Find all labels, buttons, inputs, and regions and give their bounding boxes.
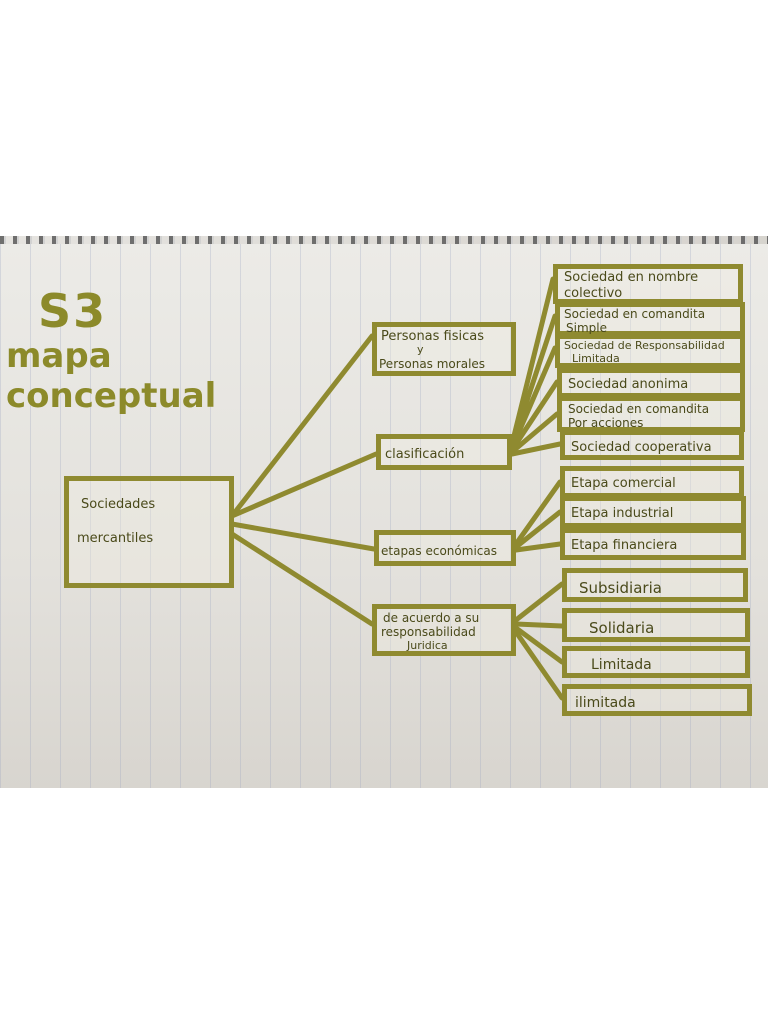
clasificacion-item-line-1: Sociedad en comandita — [564, 307, 706, 321]
responsabilidad-item-label: ilimitada — [575, 695, 636, 711]
clasificacion-item-line-1: Sociedad cooperativa — [571, 440, 712, 455]
root-line-1: Sociedades — [81, 497, 156, 512]
branch-etapas: etapas económicas — [374, 530, 516, 566]
connector-clasif-6 — [509, 441, 563, 457]
etapas-item-label: Etapa financiera — [571, 538, 678, 553]
clasificacion-item-line-1: Sociedad de Responsabilidad — [564, 339, 725, 352]
branch-responsabilidad: de acuerdo a su responsabilidad Juridica — [372, 604, 516, 656]
connector-root-personas — [229, 333, 375, 519]
notebook-page: S3 mapa conceptual Sociedades mercantile… — [0, 244, 768, 788]
clasificacion-item: Sociedad en comandita Por acciones — [557, 396, 745, 432]
responsabilidad-item-label: Limitada — [591, 657, 652, 673]
etapas-item: Etapa industrial — [560, 496, 746, 528]
connector-clasif-3 — [509, 345, 558, 451]
root-line-2: mercantiles — [77, 531, 154, 546]
responsabilidad-line-3: Juridica — [407, 639, 448, 652]
root-node: Sociedades mercantiles — [64, 476, 234, 588]
connector-clasif-1 — [509, 276, 556, 447]
connector-root-clasificacion — [229, 451, 379, 519]
clasificacion-item-line-1: Sociedad en comandita — [568, 402, 710, 416]
clasificacion-item-line-2: Por acciones — [568, 416, 644, 430]
etapas-item-label: Etapa industrial — [571, 506, 674, 521]
title-mapa: mapa — [6, 336, 112, 376]
connector-etapas-2 — [513, 509, 563, 550]
connector-clasif-4 — [509, 379, 560, 453]
connector-clasif-2 — [509, 313, 558, 449]
personas-line-1: Personas fisicas — [381, 329, 485, 344]
branch-personas: Personas fisicas y Personas morales — [372, 322, 516, 376]
clasificacion-item: Sociedad anonima — [557, 368, 745, 398]
etapas-item: Etapa financiera — [560, 528, 746, 560]
clasificacion-item-line-2: Limitada — [572, 352, 620, 365]
clasificacion-item-line-2: colectivo — [564, 286, 623, 301]
clasificacion-item: Sociedad en comandita Simple — [555, 302, 745, 336]
title-s3: S3 — [38, 284, 108, 338]
connector-clasif-5 — [509, 411, 560, 455]
responsabilidad-item: Subsidiaria — [562, 568, 748, 602]
connector-resp-1 — [513, 581, 565, 623]
responsabilidad-item: Limitada — [562, 646, 750, 678]
personas-line-2: y — [417, 343, 424, 356]
responsabilidad-line-1: de acuerdo a su — [383, 611, 480, 625]
connector-lines — [229, 276, 565, 701]
connector-resp-3 — [513, 625, 565, 665]
connector-etapas-1 — [513, 479, 563, 547]
spiral-binding — [0, 236, 768, 246]
etapas-item: Etapa comercial — [560, 466, 744, 498]
responsabilidad-item: Solidaria — [562, 608, 750, 642]
branch-clasificacion: clasificación — [376, 434, 512, 470]
clasificacion-item: Sociedad en nombre colectivo — [553, 264, 743, 304]
etapas-item-label: Etapa comercial — [571, 476, 676, 491]
etapas-label: etapas económicas — [381, 544, 497, 558]
connector-resp-4 — [513, 629, 565, 701]
personas-line-3: Personas morales — [379, 357, 486, 371]
clasificacion-item: Sociedad cooperativa — [560, 430, 744, 460]
clasificacion-item-line-1: Sociedad en nombre — [564, 270, 699, 285]
responsabilidad-item: ilimitada — [562, 684, 752, 716]
clasificacion-item-line-2: Simple — [566, 321, 607, 335]
responsabilidad-item-label: Subsidiaria — [579, 579, 662, 597]
title-conceptual: conceptual — [6, 376, 217, 416]
responsabilidad-item-label: Solidaria — [589, 619, 655, 637]
clasificacion-item-line-1: Sociedad anonima — [568, 377, 689, 392]
clasificacion-item: Sociedad de Responsabilidad Limitada — [555, 334, 745, 368]
connector-etapas-3 — [513, 541, 563, 553]
connector-resp-2 — [513, 621, 565, 629]
connector-root-responsabilidad — [229, 531, 375, 627]
clasificacion-label: clasificación — [385, 447, 465, 462]
connector-root-etapas — [229, 521, 377, 552]
responsabilidad-line-2: responsabilidad — [381, 625, 476, 639]
notebook-photo: S3 mapa conceptual Sociedades mercantile… — [0, 236, 768, 788]
